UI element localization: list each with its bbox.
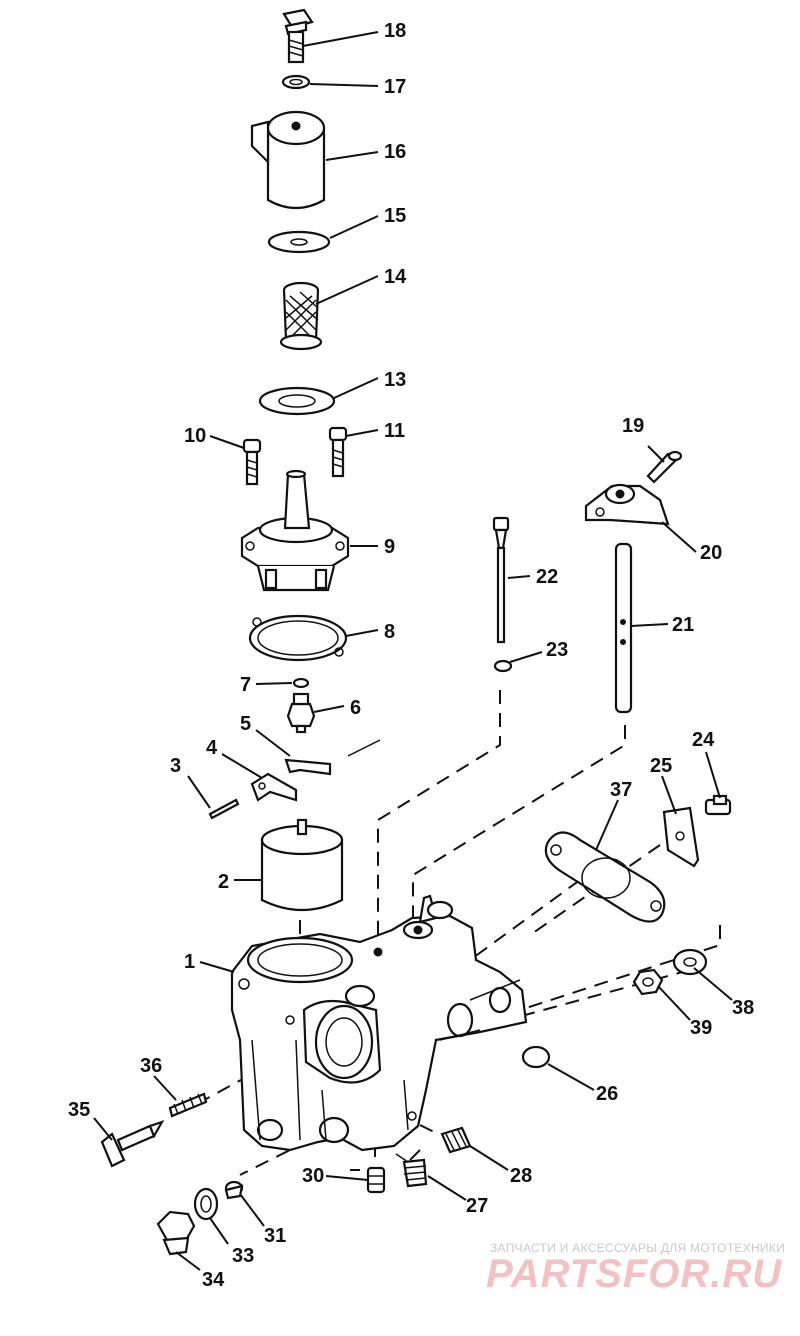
part-gasket-8 — [248, 614, 348, 662]
part-screw-31 — [224, 1180, 244, 1200]
part-spring-36 — [168, 1092, 208, 1118]
part-bolt-18 — [282, 8, 314, 64]
callout-9: 9 — [384, 536, 395, 558]
part-spring-27 — [395, 1153, 428, 1188]
part-gasket-13 — [258, 386, 336, 416]
callout-18: 18 — [384, 20, 406, 42]
leader-lines — [93, 31, 733, 1271]
part-float-arm-4 — [250, 772, 298, 802]
callout-13: 13 — [384, 369, 406, 391]
callout-14: 14 — [384, 266, 407, 288]
part-drain-plug-34 — [156, 1210, 196, 1256]
part-nut-39 — [632, 968, 664, 996]
callout-6: 6 — [350, 697, 361, 719]
part-throttle-lever-20 — [584, 483, 670, 526]
callout-21: 21 — [672, 614, 694, 636]
callout-25: 25 — [650, 755, 672, 777]
callout-39: 39 — [690, 1017, 712, 1039]
callout-24: 24 — [692, 729, 715, 751]
callout-30: 30 — [302, 1165, 324, 1187]
part-screw-11 — [328, 426, 348, 478]
part-washer-23 — [493, 659, 513, 673]
callout-19: 19 — [622, 415, 644, 437]
callout-3: 3 — [170, 755, 181, 777]
part-washer-17 — [281, 74, 311, 90]
callout-22: 22 — [536, 566, 558, 588]
watermark-logo: PARTSFOR.RU — [486, 1252, 783, 1296]
callout-16: 16 — [384, 141, 406, 163]
part-gasket-37 — [544, 831, 666, 923]
part-screw-19 — [646, 450, 683, 484]
callout-33: 33 — [232, 1245, 254, 1267]
callout-8: 8 — [384, 621, 395, 643]
watermark-tagline: ЗАПЧАСТИ И АКСЕССУАРЫ ДЛЯ МОТОТЕХНИКИ — [490, 1241, 786, 1255]
callout-1: 1 — [184, 951, 195, 973]
callout-28: 28 — [510, 1165, 532, 1187]
part-screw-10 — [242, 438, 262, 486]
callout-37: 37 — [610, 779, 632, 801]
part-throttle-plate-25 — [662, 806, 700, 868]
part-pin-3 — [208, 798, 240, 820]
part-gasket-15 — [267, 230, 331, 254]
callout-23: 23 — [546, 639, 568, 661]
callout-15: 15 — [384, 205, 406, 227]
part-inlet-cover-9 — [240, 469, 350, 592]
part-gasket-33 — [193, 1187, 219, 1221]
part-choke-shaft-22 — [492, 516, 510, 644]
callout-35: 35 — [68, 1099, 90, 1121]
callout-7: 7 — [240, 674, 251, 696]
callout-2: 2 — [218, 871, 229, 893]
callout-11: 11 — [384, 420, 405, 442]
callout-31: 31 — [264, 1225, 286, 1247]
part-idle-screw-35 — [100, 1120, 165, 1168]
part-screw-24 — [704, 794, 732, 816]
callout-17: 17 — [384, 76, 406, 98]
callout-20: 20 — [700, 542, 722, 564]
part-carburetor-body-1 — [230, 894, 528, 1152]
part-oring-7 — [292, 677, 310, 689]
part-float-2 — [260, 818, 344, 912]
part-filter-screen-14 — [279, 281, 323, 351]
callout-5: 5 — [240, 713, 251, 735]
part-float-lever-5 — [284, 739, 381, 776]
part-plug-26 — [521, 1045, 551, 1069]
callout-38: 38 — [732, 997, 754, 1019]
part-jet-30 — [366, 1166, 386, 1194]
part-bowl-cover-16 — [250, 110, 326, 210]
callout-10: 10 — [184, 425, 206, 447]
callout-36: 36 — [140, 1055, 162, 1077]
callout-labels: 18 17 16 15 14 13 10 11 19 9 20 22 8 21 … — [68, 20, 754, 1291]
callout-27: 27 — [466, 1195, 488, 1217]
part-lock-washer-38 — [672, 948, 708, 976]
part-spring-28 — [440, 1126, 472, 1154]
callout-4: 4 — [206, 737, 218, 759]
part-needle-valve-6 — [286, 692, 316, 734]
callout-34: 34 — [202, 1269, 225, 1291]
callout-26: 26 — [596, 1083, 618, 1105]
part-throttle-shaft-21 — [614, 542, 633, 714]
